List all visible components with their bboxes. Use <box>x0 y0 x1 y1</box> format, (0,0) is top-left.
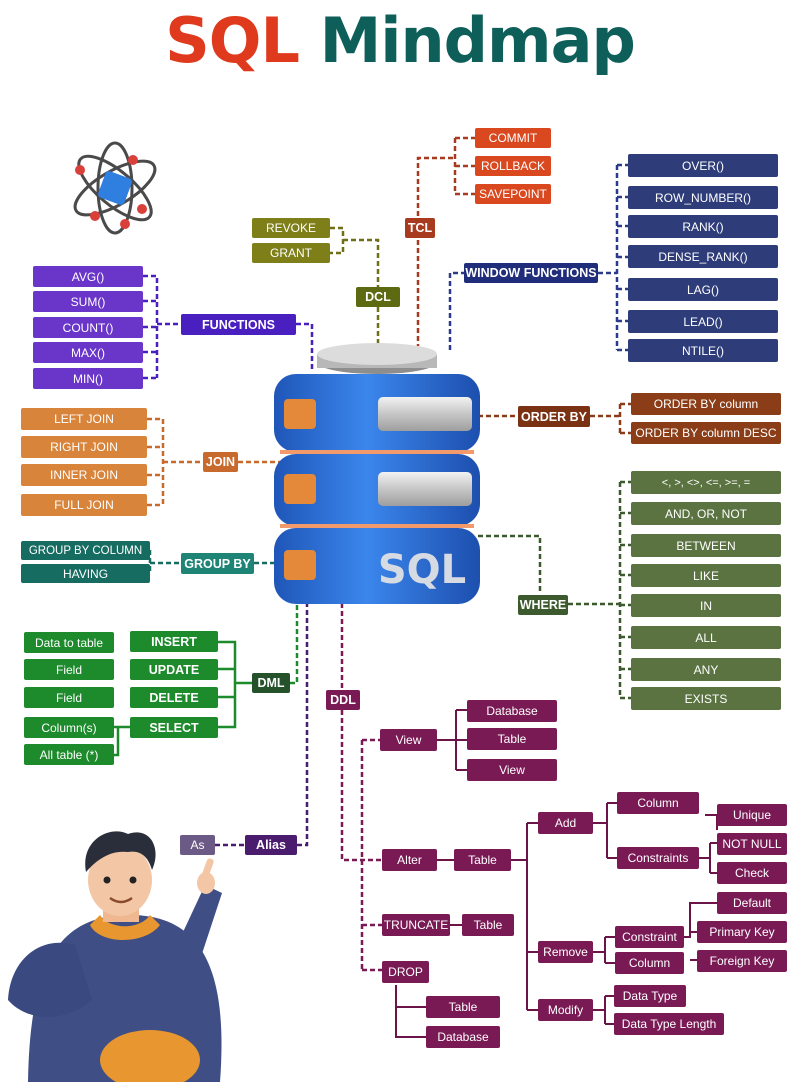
window-dense-rank[interactable]: DENSE_RANK() <box>628 245 778 268</box>
dml-insert[interactable]: INSERT <box>130 631 218 652</box>
dml-select[interactable]: SELECT <box>130 717 218 738</box>
ddl-alter[interactable]: Alter <box>382 849 437 871</box>
ddl-drop-database[interactable]: Database <box>426 1026 500 1048</box>
remove-constraint[interactable]: Constraint <box>615 926 684 948</box>
function-avg[interactable]: AVG() <box>33 266 143 287</box>
tcl-savepoint[interactable]: SAVEPOINT <box>475 184 551 204</box>
ddl-add-column[interactable]: Column <box>617 792 699 814</box>
function-count[interactable]: COUNT() <box>33 317 143 338</box>
constraint-check[interactable]: Check <box>717 862 787 884</box>
ddl-view[interactable]: View <box>380 729 437 751</box>
where-node[interactable]: WHERE <box>518 595 568 615</box>
function-max[interactable]: MAX() <box>33 342 143 363</box>
join-left[interactable]: LEFT JOIN <box>21 408 147 430</box>
group-by-having[interactable]: HAVING <box>21 564 150 583</box>
function-sum[interactable]: SUM() <box>33 291 143 312</box>
ddl-alter-table[interactable]: Table <box>454 849 511 871</box>
ddl-alter-remove[interactable]: Remove <box>538 941 593 963</box>
remove-column[interactable]: Column <box>615 952 684 974</box>
ddl-truncate-table[interactable]: Table <box>462 914 514 936</box>
window-functions-node[interactable]: WINDOW FUNCTIONS <box>464 263 598 283</box>
title-mindmap: Mindmap <box>319 4 636 77</box>
join-node[interactable]: JOIN <box>203 452 238 472</box>
join-inner[interactable]: INNER JOIN <box>21 464 147 486</box>
window-lag[interactable]: LAG() <box>628 278 778 301</box>
dml-target-columns[interactable]: Column(s) <box>24 717 114 738</box>
where-exists[interactable]: EXISTS <box>631 687 781 710</box>
ddl-add-constraints[interactable]: Constraints <box>617 847 699 869</box>
dml-target-data-to-table[interactable]: Data to table <box>24 632 114 653</box>
ddl-view-view[interactable]: View <box>467 759 557 781</box>
join-full[interactable]: FULL JOIN <box>21 494 147 516</box>
window-lead[interactable]: LEAD() <box>628 310 778 333</box>
where-in[interactable]: IN <box>631 594 781 617</box>
window-ntile[interactable]: NTILE() <box>628 339 778 362</box>
tcl-commit[interactable]: COMMIT <box>475 128 551 148</box>
where-comparison[interactable]: <, >, <>, <=, >=, = <box>631 471 781 494</box>
constraint-primary-key[interactable]: Primary Key <box>697 921 787 943</box>
title-sql: SQL <box>165 4 300 77</box>
dml-delete[interactable]: DELETE <box>130 687 218 708</box>
page-title: SQL Mindmap <box>0 4 800 77</box>
tcl-node[interactable]: TCL <box>405 218 435 238</box>
dml-node[interactable]: DML <box>252 673 290 693</box>
function-min[interactable]: MIN() <box>33 368 143 389</box>
constraint-foreign-key[interactable]: Foreign Key <box>697 950 787 972</box>
where-like[interactable]: LIKE <box>631 564 781 587</box>
ddl-drop-table[interactable]: Table <box>426 996 500 1018</box>
window-over[interactable]: OVER() <box>628 154 778 177</box>
functions-node[interactable]: FUNCTIONS <box>181 314 296 335</box>
modify-data-type-length[interactable]: Data Type Length <box>614 1013 724 1035</box>
dcl-revoke[interactable]: REVOKE <box>252 218 330 238</box>
order-by-column-desc[interactable]: ORDER BY column DESC <box>631 422 781 444</box>
dcl-grant[interactable]: GRANT <box>252 243 330 263</box>
dml-target-field-delete[interactable]: Field <box>24 687 114 708</box>
dml-target-all-table[interactable]: All table (*) <box>24 744 114 765</box>
alias-node[interactable]: Alias <box>245 835 297 855</box>
dml-target-field-update[interactable]: Field <box>24 659 114 680</box>
alias-as[interactable]: As <box>180 835 215 855</box>
atom-icon <box>73 141 157 235</box>
database-icon: SQL <box>274 343 480 604</box>
where-all[interactable]: ALL <box>631 626 781 649</box>
order-by-column[interactable]: ORDER BY column <box>631 393 781 415</box>
tcl-rollback[interactable]: ROLLBACK <box>475 156 551 176</box>
where-logical[interactable]: AND, OR, NOT <box>631 502 781 525</box>
constraint-default[interactable]: Default <box>717 892 787 914</box>
ddl-view-database[interactable]: Database <box>467 700 557 722</box>
order-by-node[interactable]: ORDER BY <box>518 406 590 427</box>
ddl-view-table[interactable]: Table <box>467 728 557 750</box>
ddl-drop[interactable]: DROP <box>382 961 429 983</box>
window-row-number[interactable]: ROW_NUMBER() <box>628 186 778 209</box>
group-by-node[interactable]: GROUP BY <box>181 553 254 574</box>
where-between[interactable]: BETWEEN <box>631 534 781 557</box>
constraint-unique[interactable]: Unique <box>717 804 787 826</box>
modify-data-type[interactable]: Data Type <box>614 985 686 1007</box>
join-right[interactable]: RIGHT JOIN <box>21 436 147 458</box>
ddl-truncate[interactable]: TRUNCATE <box>382 914 450 936</box>
ddl-node[interactable]: DDL <box>326 690 360 710</box>
ddl-alter-add[interactable]: Add <box>538 812 593 834</box>
window-rank[interactable]: RANK() <box>628 215 778 238</box>
where-any[interactable]: ANY <box>631 658 781 681</box>
group-by-column[interactable]: GROUP BY COLUMN <box>21 541 150 560</box>
dml-update[interactable]: UPDATE <box>130 659 218 680</box>
database-label: SQL <box>378 547 466 593</box>
constraint-not-null[interactable]: NOT NULL <box>717 833 787 855</box>
ddl-alter-modify[interactable]: Modify <box>538 999 593 1021</box>
person-illustration <box>8 831 222 1082</box>
dcl-node[interactable]: DCL <box>356 287 400 307</box>
